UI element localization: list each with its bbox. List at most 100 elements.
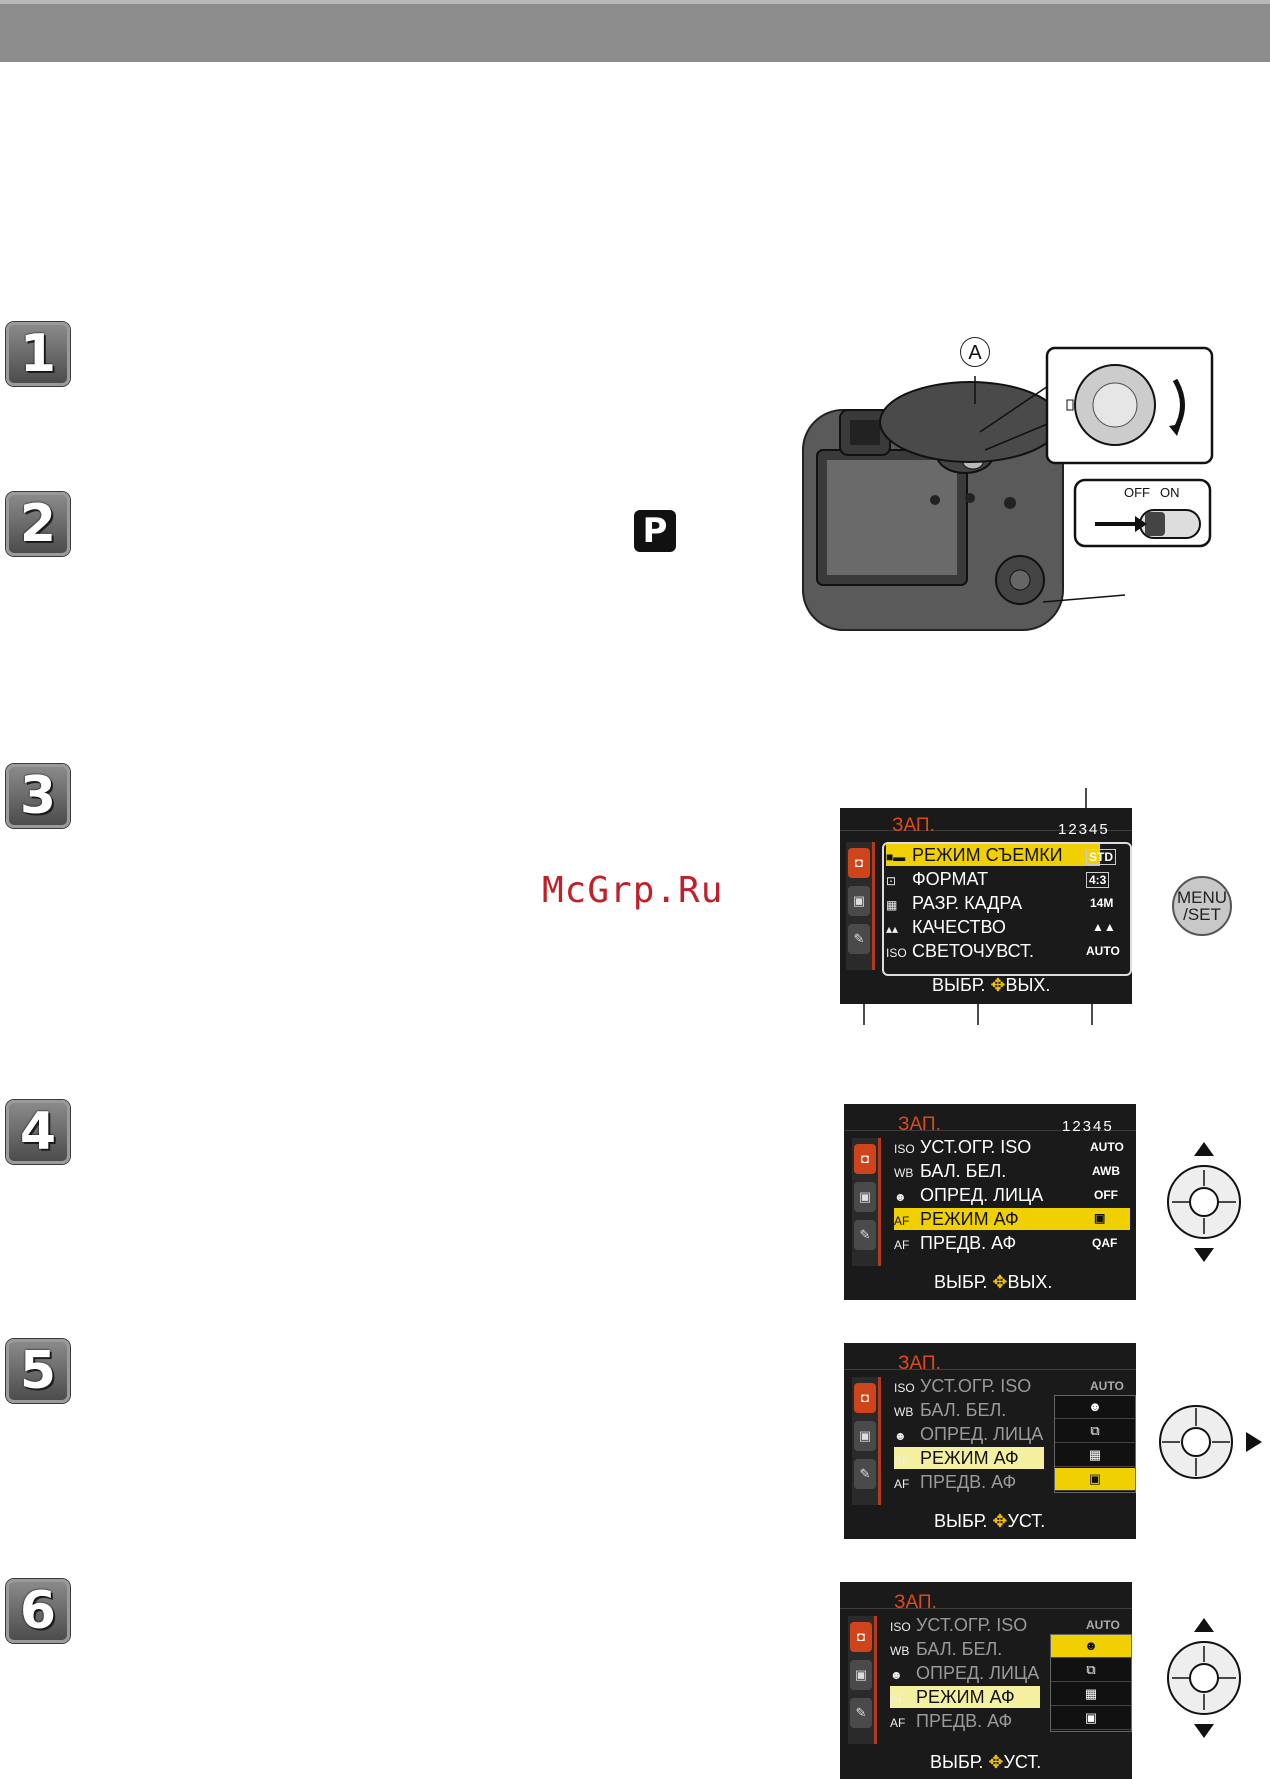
- af-mode-options: ☻ ⧉ ▦ ▣: [1050, 1634, 1132, 1732]
- af-option-multi[interactable]: ▦: [1051, 1683, 1131, 1706]
- menu-row-face-detect[interactable]: ☻ОПРЕД. ЛИЦА: [890, 1662, 1040, 1684]
- cursor-button-up-down-icon-2[interactable]: [1166, 1618, 1242, 1738]
- af-option-tracking[interactable]: ⧉: [1055, 1420, 1135, 1443]
- menu-row-quality[interactable]: ▴▴КАЧЕСТВО: [886, 916, 1126, 938]
- page-indicator: 12345: [1062, 1118, 1114, 1135]
- tab-setup-icon[interactable]: ✎: [854, 1220, 876, 1250]
- iso-limit-icon: ISO: [894, 1142, 915, 1156]
- tab-motion-icon[interactable]: ▣: [848, 886, 870, 916]
- menu-screen-3: ЗАП. 12345 ◘ ▣ ✎ ■▬РЕЖИМ СЪЕМКИ STD ⊡ФОР…: [840, 808, 1132, 1004]
- menu-row-face-detect[interactable]: ☻ОПРЕД. ЛИЦА: [894, 1184, 1130, 1206]
- cursor-button-right-icon[interactable]: [1158, 1404, 1262, 1480]
- tab-motion-icon[interactable]: ▣: [850, 1660, 872, 1690]
- af-mode-options: ☻ ⧉ ▦ ▣: [1054, 1395, 1136, 1493]
- cursor-keys-icon: ✥: [992, 1272, 1008, 1292]
- cursor-keys-icon: ✥: [988, 1752, 1004, 1772]
- af-option-single[interactable]: ▣: [1055, 1468, 1135, 1491]
- header-band: [0, 0, 1270, 62]
- step-6-badge: 6: [6, 1579, 70, 1643]
- menu-tab-column: ◘ ▣ ✎: [852, 1138, 881, 1266]
- step-2-badge: 2: [6, 492, 70, 556]
- menu-row-aspect[interactable]: ⊡ФОРМАТ: [886, 868, 1126, 890]
- step-3-badge: 3: [6, 764, 70, 828]
- quality-value: ▲▲: [1092, 920, 1116, 934]
- sensitivity-value: AUTO: [1086, 944, 1120, 958]
- step-5-badge: 5: [6, 1339, 70, 1403]
- pre-af-icon: AF: [894, 1477, 910, 1491]
- pre-af-value: QAF: [1092, 1236, 1118, 1250]
- face-icon: ☻: [894, 1190, 907, 1204]
- menu-set-button[interactable]: MENU/SET: [1172, 876, 1232, 936]
- tab-record-icon[interactable]: ◘: [848, 848, 870, 878]
- face-icon: ☻: [894, 1429, 907, 1443]
- menu-tab-column: ◘ ▣ ✎: [852, 1377, 881, 1505]
- menu-row-size[interactable]: ▦РАЗР. КАДРА: [886, 892, 1126, 914]
- quality-icon: ▴▴: [886, 922, 899, 936]
- menu-title: ЗАП.: [894, 1592, 937, 1613]
- wb-icon: WB: [890, 1644, 910, 1658]
- face-detect-value: OFF: [1094, 1188, 1118, 1202]
- callout-a-label: A: [960, 337, 990, 367]
- tab-setup-icon[interactable]: ✎: [850, 1698, 872, 1728]
- step-1-badge: 1: [6, 322, 70, 386]
- af-option-face[interactable]: ☻: [1051, 1635, 1131, 1658]
- size-value: 14M: [1090, 896, 1114, 910]
- iso-limit-value: AUTO: [1086, 1618, 1120, 1632]
- tab-motion-icon[interactable]: ▣: [854, 1182, 876, 1212]
- aspect-icon: ⊡: [886, 874, 897, 888]
- cursor-button-up-down-icon[interactable]: [1166, 1142, 1242, 1262]
- menu-footer: ВЫБР. ✥ВЫХ.: [932, 975, 1051, 995]
- tab-motion-icon[interactable]: ▣: [854, 1421, 876, 1451]
- iso-limit-icon: ISO: [894, 1381, 915, 1395]
- menu-footer: ВЫБР. ✥УСТ.: [934, 1511, 1046, 1531]
- wb-icon: WB: [894, 1405, 914, 1419]
- menu-tab-column: ◘ ▣ ✎: [846, 842, 875, 970]
- iso-icon: ISO: [886, 946, 907, 960]
- iso-limit-value: AUTO: [1090, 1140, 1124, 1154]
- af-option-tracking[interactable]: ⧉: [1051, 1659, 1131, 1682]
- tab-record-icon[interactable]: ◘: [854, 1383, 876, 1413]
- tab-setup-icon[interactable]: ✎: [854, 1459, 876, 1489]
- af-option-face[interactable]: ☻: [1055, 1396, 1135, 1419]
- cursor-keys-icon: ✥: [990, 975, 1006, 995]
- menu-row-rec-mode[interactable]: ■▬РЕЖИМ СЪЕМКИ: [886, 844, 1100, 866]
- af-mode-icon: AF: [894, 1453, 910, 1467]
- pre-af-icon: AF: [890, 1716, 906, 1730]
- menu-row-face-detect[interactable]: ☻ОПРЕД. ЛИЦА: [894, 1423, 1044, 1445]
- menu-title: ЗАП.: [892, 815, 935, 836]
- pre-af-icon: AF: [894, 1238, 910, 1252]
- tab-setup-icon[interactable]: ✎: [848, 924, 870, 954]
- white-balance-value: AWB: [1092, 1164, 1120, 1178]
- tab-record-icon[interactable]: ◘: [850, 1622, 872, 1652]
- face-icon: ☻: [890, 1668, 903, 1682]
- menu-footer: ВЫБР. ✥ВЫХ.: [934, 1272, 1053, 1292]
- af-mode-value: ▣: [1094, 1211, 1106, 1225]
- af-mode-icon: AF: [894, 1214, 910, 1228]
- tab-record-icon[interactable]: ◘: [854, 1144, 876, 1174]
- iso-limit-icon: ISO: [890, 1620, 911, 1634]
- program-mode-icon: P: [634, 510, 676, 552]
- wb-icon: WB: [894, 1166, 914, 1180]
- af-option-single[interactable]: ▣: [1051, 1707, 1131, 1730]
- watermark: McGrp.Ru: [542, 870, 724, 911]
- af-option-multi[interactable]: ▦: [1055, 1444, 1135, 1467]
- film-icon: ■▬: [886, 850, 906, 864]
- power-on-label: ON: [1160, 485, 1180, 500]
- af-mode-icon: AF: [890, 1692, 906, 1706]
